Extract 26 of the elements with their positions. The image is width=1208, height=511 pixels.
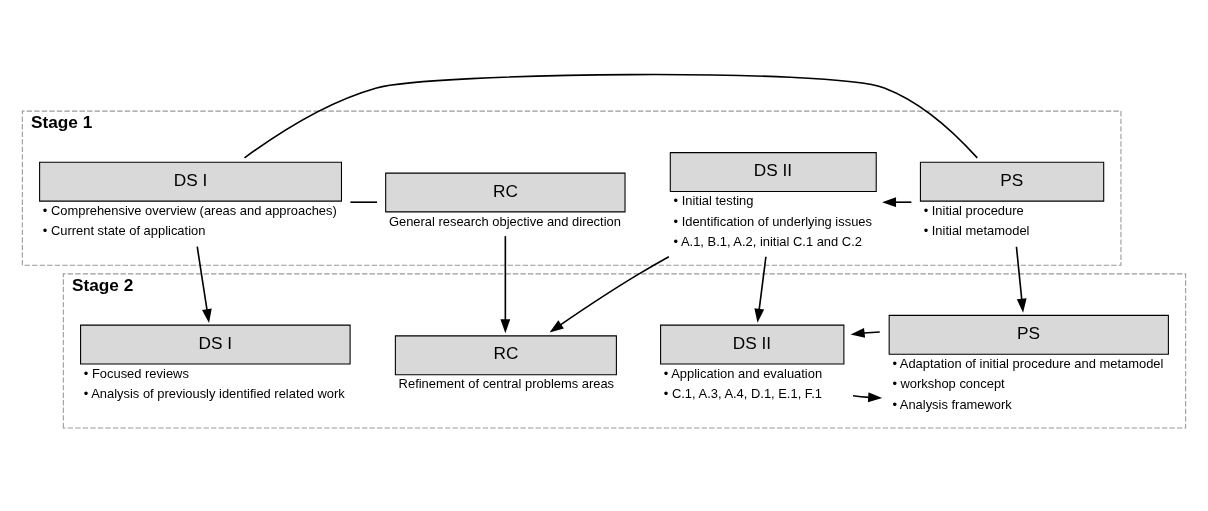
node-label: • Comprehensive overview (areas and approaches): [42, 202, 337, 218]
arrow: [500, 235, 511, 334]
node-label: • Current state of application: [42, 223, 206, 239]
connector: [243, 73, 979, 159]
node-label: • Application and evaluation: [663, 365, 823, 381]
arrow: [882, 197, 913, 208]
node-label: General research objective and direction: [388, 213, 621, 229]
node-label: • Identification of underlying issues: [673, 213, 873, 229]
node-label: • Initial procedure: [923, 202, 1024, 218]
arrow: [852, 392, 883, 403]
node-label: • Initial testing: [673, 193, 754, 208]
node-label: • workshop concept: [892, 376, 1005, 392]
node-label: • A.1, B.1, A.2, initial C.1 and C.2: [673, 233, 862, 249]
connector: [349, 201, 378, 203]
node-label: Refinement of central problems areas: [398, 376, 615, 392]
node-label: • C.1, A.3, A.4, D.1, E.1, F.1: [663, 385, 823, 401]
node-label: • Analysis of previously identified related work: [83, 385, 345, 401]
arrow: [754, 255, 767, 323]
node-label: • Analysis framework: [892, 396, 1012, 412]
node-label: • Focused reviews: [83, 365, 189, 381]
node-label: • Initial metamodel: [923, 223, 1030, 239]
node-label: • Adaptation of initial procedure and metamodel: [892, 355, 1164, 371]
arrow: [196, 245, 212, 324]
arrow: [850, 328, 881, 338]
arrow: [1015, 245, 1027, 313]
arrow: [549, 255, 670, 333]
